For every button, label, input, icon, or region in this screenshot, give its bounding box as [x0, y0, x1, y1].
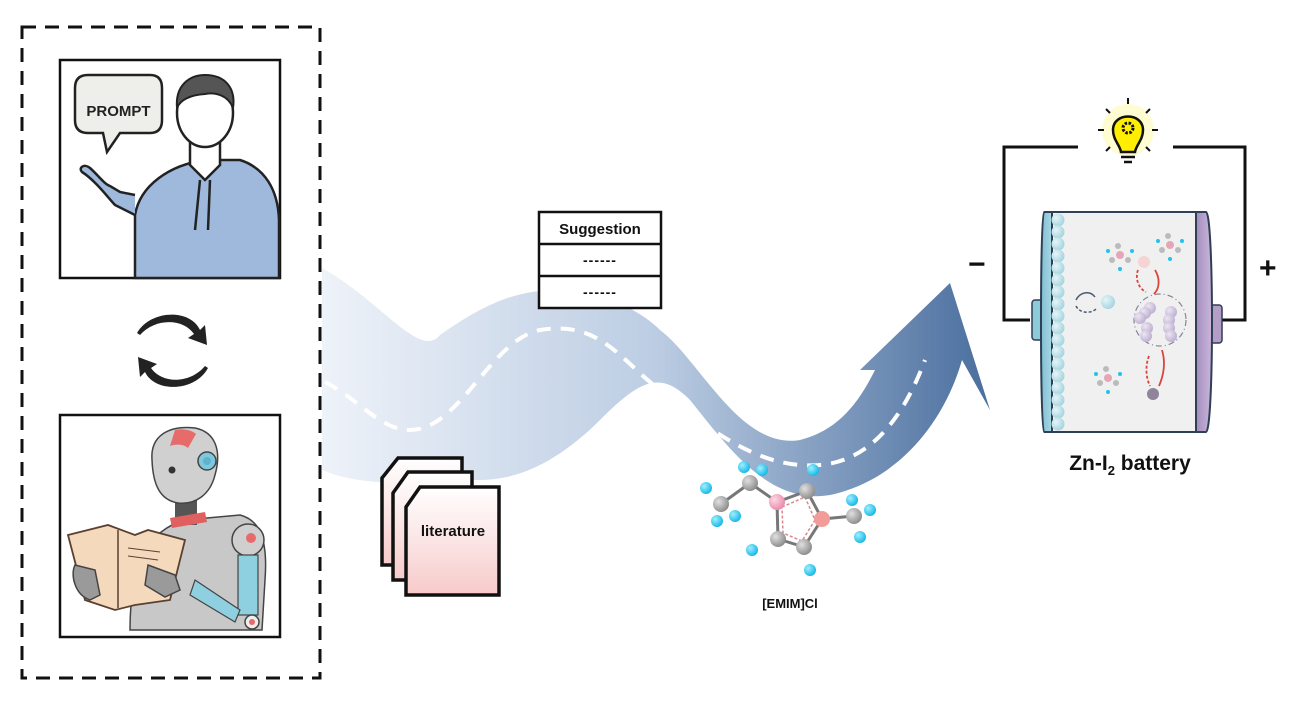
literature-label: literature [420, 523, 486, 540]
robot-reading-icon [66, 426, 267, 631]
zn-deposit-ball [1051, 381, 1065, 395]
zn-deposit-ball [1051, 393, 1065, 407]
literature-stack-icon [380, 456, 501, 597]
lightbulb-gear-icon [1098, 98, 1158, 164]
zn-deposit-ball [1051, 249, 1065, 263]
zn-deposit-ball [1051, 213, 1065, 227]
person-icon [133, 158, 281, 280]
negative-terminal-sign: − [968, 248, 986, 281]
zn-anode [1040, 211, 1053, 433]
zn-deposit-ball [1051, 345, 1065, 359]
prompt-label: PROMPT [86, 103, 151, 120]
zn-deposit-ball [1051, 405, 1065, 419]
flow-dashed-path [324, 326, 927, 468]
prompt-speech-bubble [73, 73, 164, 156]
zn-deposit-ball [1051, 417, 1065, 431]
battery-label: Zn-I2 battery [1040, 452, 1220, 478]
robot-panel [58, 413, 282, 639]
zn-deposit-ball [1051, 261, 1065, 275]
iodine-cathode [1195, 211, 1213, 433]
zn-deposit-ball [1051, 285, 1065, 299]
suggestion-row-2: ------ [583, 284, 617, 300]
battery-label-tail: battery [1114, 452, 1191, 475]
workflow-flow-arrow [322, 268, 990, 497]
flow-band [322, 268, 990, 497]
suggestion-title: Suggestion [559, 221, 641, 238]
zn-deposit-ball [1051, 225, 1065, 239]
zn-i2-battery-icon [1031, 211, 1223, 433]
battery-circuit [1002, 145, 1247, 322]
zn-deposit-ball [1051, 357, 1065, 371]
battery-label-main: Zn-I [1069, 452, 1108, 475]
positive-terminal-sign: + [1259, 252, 1277, 285]
zn-deposit-ball [1051, 237, 1065, 251]
electrolyte-emim-molecules [1094, 233, 1184, 394]
refresh-cycle-icon [137, 314, 208, 387]
zn-deposit-ball [1051, 369, 1065, 383]
suggestion-row-1: ------ [583, 252, 617, 268]
zn-deposit-ball [1051, 321, 1065, 335]
human-panel [58, 58, 282, 280]
molecule-label: [EMIM]Cl [762, 596, 818, 611]
suggestion-box [537, 210, 663, 310]
zn-deposit-ball [1051, 309, 1065, 323]
zn-deposit-ball [1051, 333, 1065, 347]
zn-deposit-ball [1051, 297, 1065, 311]
battery-label-subscript: 2 [1107, 463, 1115, 479]
agent-loop-frame [20, 25, 322, 680]
emim-molecule-icon [700, 461, 876, 576]
zn-deposit-ball [1051, 273, 1065, 287]
